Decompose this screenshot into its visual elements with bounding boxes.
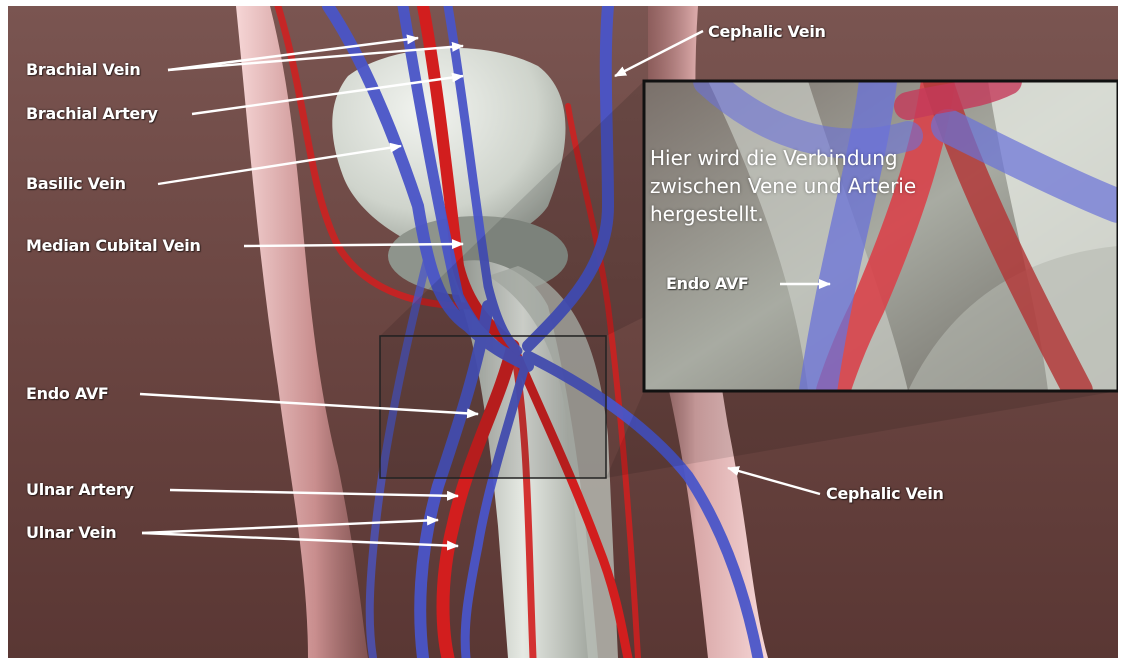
zoom-region (380, 336, 606, 478)
inset-label-endo-avf: Endo AVF (666, 274, 749, 293)
inset-magnified-view (644, 81, 1118, 391)
label-basilic-vein: Basilic Vein (26, 174, 126, 193)
label-endo-avf: Endo AVF (26, 384, 109, 403)
label-brachial-vein: Brachial Vein (26, 60, 140, 79)
label-cephalic-vein-bottom: Cephalic Vein (826, 484, 944, 503)
anatomy-illustration: Brachial Vein Brachial Artery Basilic Ve… (8, 6, 1118, 658)
inset-caption: Hier wird die Verbindung zwischen Vene u… (650, 144, 966, 228)
arm-drawing (8, 6, 1118, 658)
label-cephalic-vein-top: Cephalic Vein (708, 22, 826, 41)
label-ulnar-vein: Ulnar Vein (26, 523, 116, 542)
label-median-cubital-vein: Median Cubital Vein (26, 236, 201, 255)
label-ulnar-artery: Ulnar Artery (26, 480, 134, 499)
label-brachial-artery: Brachial Artery (26, 104, 158, 123)
